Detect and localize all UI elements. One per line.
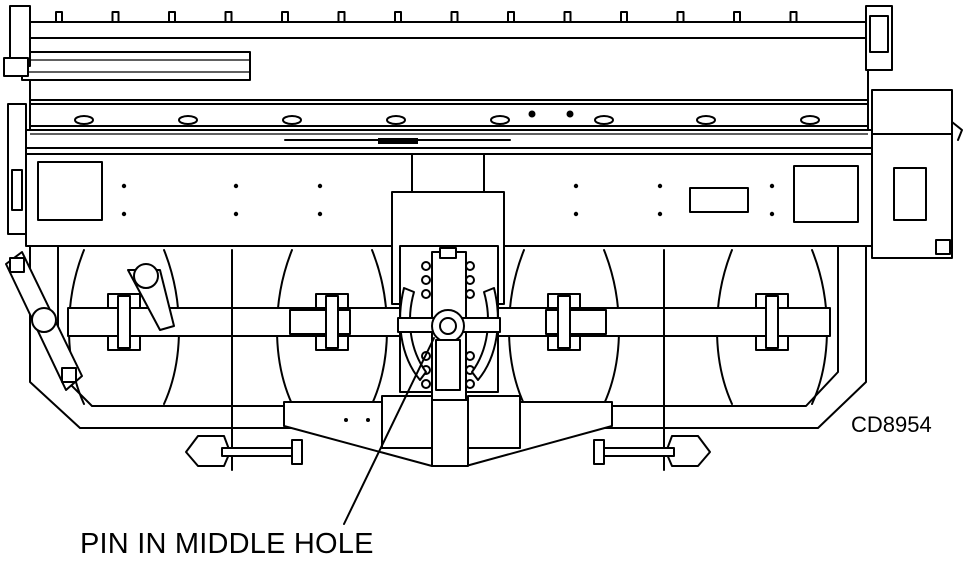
- beam-bolt: [121, 211, 127, 217]
- beam-bolt: [317, 211, 323, 217]
- callout-label: PIN IN MIDDLE HOLE: [80, 528, 374, 560]
- right-gearbox: [871, 89, 963, 259]
- rail-hole: [282, 115, 302, 125]
- hopper-tab: [55, 11, 63, 23]
- left-side-plate: [7, 103, 27, 235]
- hopper-tab: [450, 11, 459, 23]
- shaft-collar: [765, 295, 779, 349]
- hopper-tab: [168, 11, 176, 23]
- center-hitch: [391, 191, 505, 403]
- shaft-collar: [325, 295, 339, 349]
- hopper-tab: [394, 11, 402, 23]
- rail-hole: [800, 115, 820, 125]
- hopper-tab: [563, 11, 572, 23]
- hopper-tab: [111, 11, 120, 23]
- beam-bolt: [769, 183, 775, 189]
- beam-bolt: [657, 183, 663, 189]
- hopper-tab: [224, 11, 233, 23]
- hitch-pins: [185, 435, 711, 467]
- hopper-tab: [507, 11, 515, 23]
- beam-bolt: [573, 183, 579, 189]
- callout-leader-line: [343, 337, 435, 525]
- top-hopper: [3, 5, 893, 101]
- rail-hole: [490, 115, 510, 125]
- star-knob-icons: [31, 263, 159, 333]
- drawing-code: CD8954: [851, 412, 932, 437]
- hopper-tab: [733, 11, 741, 23]
- adjust-hole: [465, 379, 475, 389]
- beam-bolt: [121, 183, 127, 189]
- beam-bolt: [769, 211, 775, 217]
- beam-bolt: [317, 183, 323, 189]
- rail-hole: [696, 115, 716, 125]
- beam-bolt: [573, 211, 579, 217]
- adjust-hole: [421, 261, 431, 271]
- adjust-hole: [421, 289, 431, 299]
- rail-hole: [594, 115, 614, 125]
- hopper-tab: [789, 11, 798, 23]
- tie-rods: [231, 249, 665, 471]
- rail-hole: [178, 115, 198, 125]
- rail-hole: [74, 115, 94, 125]
- beam-bolt: [233, 211, 239, 217]
- hopper-tab: [337, 11, 346, 23]
- beam-bolt: [657, 211, 663, 217]
- rail-hole: [386, 115, 406, 125]
- shaft-collar: [117, 295, 131, 349]
- adjust-hole: [421, 275, 431, 285]
- adjust-hole: [465, 261, 475, 271]
- adjust-hole: [421, 379, 431, 389]
- hopper-tab: [676, 11, 685, 23]
- upper-rail: [19, 99, 877, 149]
- adjust-hole: [465, 275, 475, 285]
- shaft-collar: [557, 295, 571, 349]
- beam-bolt: [233, 183, 239, 189]
- hopper-tab: [281, 11, 289, 23]
- adjust-hole: [465, 351, 475, 361]
- adjust-hole: [465, 289, 475, 299]
- drawbar-plate: [283, 395, 613, 467]
- hopper-tab: [620, 11, 628, 23]
